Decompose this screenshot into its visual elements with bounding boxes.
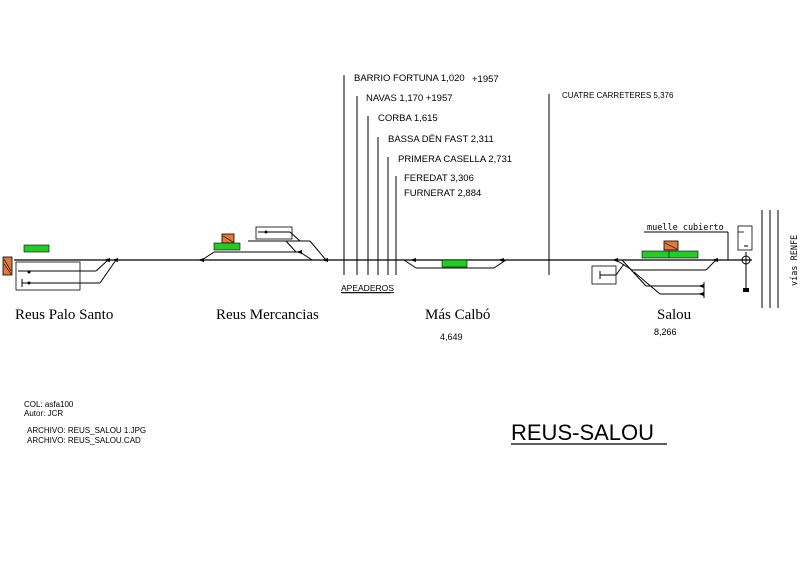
- muelle-cubierto-label: muelle cubierto: [647, 223, 724, 233]
- halt-label-navas: NAVAS 1,170 +1957: [366, 93, 453, 104]
- halt-label-furnerat: FURNERAT 2,884: [404, 188, 481, 199]
- halt-lines: [343, 75, 550, 275]
- renfe-tracks: [761, 210, 779, 308]
- halt-note-barrio-fortuna: +1957: [472, 74, 499, 85]
- platform-reus-mercancias: [213, 242, 241, 251]
- reus-palo-santo-yard: [2, 244, 118, 291]
- station-name-salou: Salou: [657, 307, 692, 323]
- halt-label-corba: CORBA 1,615: [378, 113, 438, 124]
- halt-label-barrio-fortuna: BARRIO FORTUNA 1,020: [354, 73, 465, 84]
- credit-archivo-2: ARCHIVO: REUS_SALOU.CAD: [27, 436, 141, 445]
- diagram-title: REUS-SALOU: [511, 420, 654, 445]
- station-name-reus-palo-santo: Reus Palo Santo: [15, 307, 113, 323]
- mas-calbo-yard: [403, 258, 507, 269]
- station-name-reus-mercancias: Reus Mercancias: [216, 307, 319, 323]
- apeaderos-label: APEADEROS: [341, 283, 394, 293]
- halt-label-primera-casella: PRIMERA CASELLA 2,731: [398, 154, 512, 165]
- halt-label-feredat: FEREDAT 3,306: [404, 173, 474, 184]
- credit-col: COL: asfa100: [24, 400, 74, 409]
- salou-yard: [591, 225, 753, 298]
- building-salou: [663, 240, 679, 251]
- reus-mercancias-yard: [198, 226, 328, 262]
- platform-salou: [641, 250, 699, 259]
- halt-label-bassa-den-fast: BASSA DÉN FAST 2,311: [388, 134, 494, 145]
- platform-mas-calbo: [441, 259, 468, 268]
- renfe-label: vías RENFE: [790, 235, 800, 286]
- credit-archivo-1: ARCHIVO: REUS_SALOU 1.JPG: [27, 426, 146, 435]
- credit-autor: Autor: JCR: [24, 409, 63, 418]
- station-km-mas-calbo: 4,649: [440, 332, 463, 342]
- platform-reus-palo-santo: [23, 244, 50, 253]
- building-reus-palo-santo: [2, 256, 13, 276]
- halt-label-cuatre-carreteres: CUATRE CARRETERES 5,376: [562, 91, 674, 100]
- station-name-mas-calbo: Más Calbó: [425, 307, 490, 323]
- station-km-salou: 8,266: [654, 327, 677, 337]
